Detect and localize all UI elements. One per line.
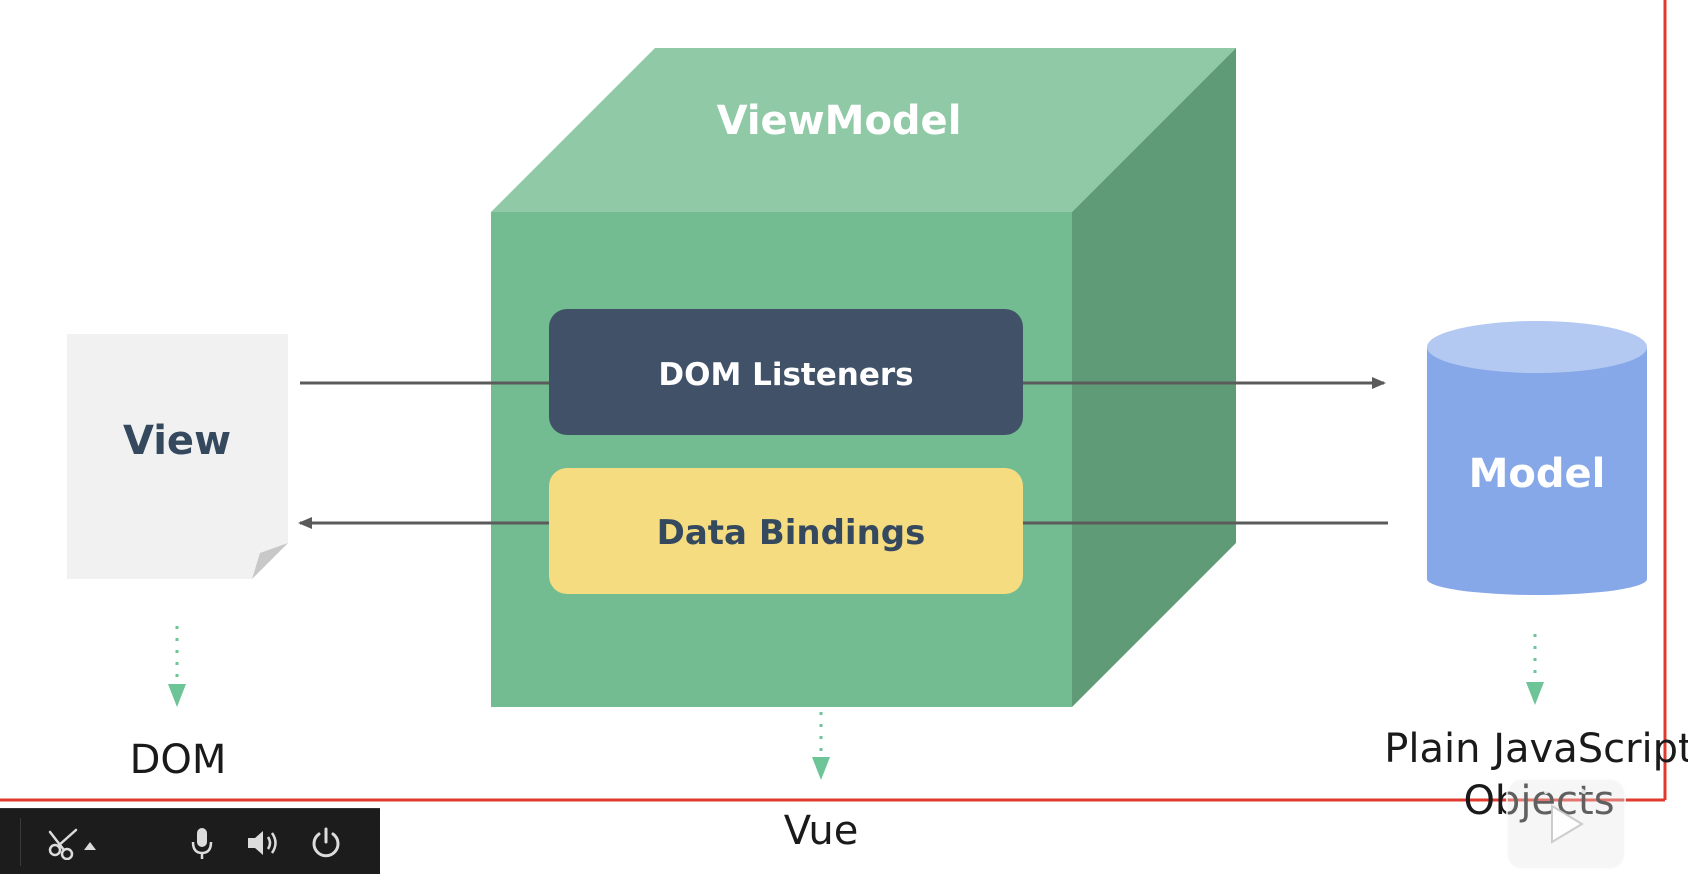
scissors-icon	[48, 828, 96, 860]
cube-top-face	[491, 48, 1236, 212]
scissors-button[interactable]	[44, 823, 100, 863]
power-icon	[312, 827, 340, 858]
cube-front-face	[491, 212, 1072, 707]
microphone-button[interactable]	[182, 823, 222, 863]
data-bindings-box: Data Bindings	[549, 468, 1023, 594]
arrows	[298, 377, 1388, 529]
speaker-button[interactable]	[244, 823, 284, 863]
vue-caption: Vue	[784, 808, 859, 854]
viewmodel-title: ViewModel	[717, 98, 962, 144]
plain-js-caption-line2: Objects	[1463, 778, 1614, 824]
play-icon	[1551, 804, 1584, 844]
plain-js-caption-line1: Plain JavaScript	[1384, 726, 1688, 772]
cube-side-face	[1072, 48, 1236, 707]
dotted-arrows	[168, 626, 1544, 780]
dom-caption: DOM	[130, 737, 227, 783]
microphone-icon	[191, 828, 213, 859]
speaker-icon	[248, 831, 277, 855]
divider	[20, 818, 21, 866]
dom-listeners-box: DOM Listeners	[549, 309, 1023, 435]
model-cylinder: Model	[1427, 321, 1647, 595]
view-document: View	[67, 334, 288, 579]
red-frame	[0, 0, 1667, 802]
viewmodel-cube: ViewModel	[491, 48, 1236, 707]
media-control-bar	[0, 808, 380, 874]
play-button[interactable]	[1506, 778, 1626, 870]
dom-listeners-label: DOM Listeners	[658, 357, 913, 393]
data-bindings-label: Data Bindings	[657, 513, 926, 553]
view-label: View	[123, 418, 231, 464]
model-label: Model	[1469, 451, 1606, 497]
power-button[interactable]	[306, 823, 346, 863]
